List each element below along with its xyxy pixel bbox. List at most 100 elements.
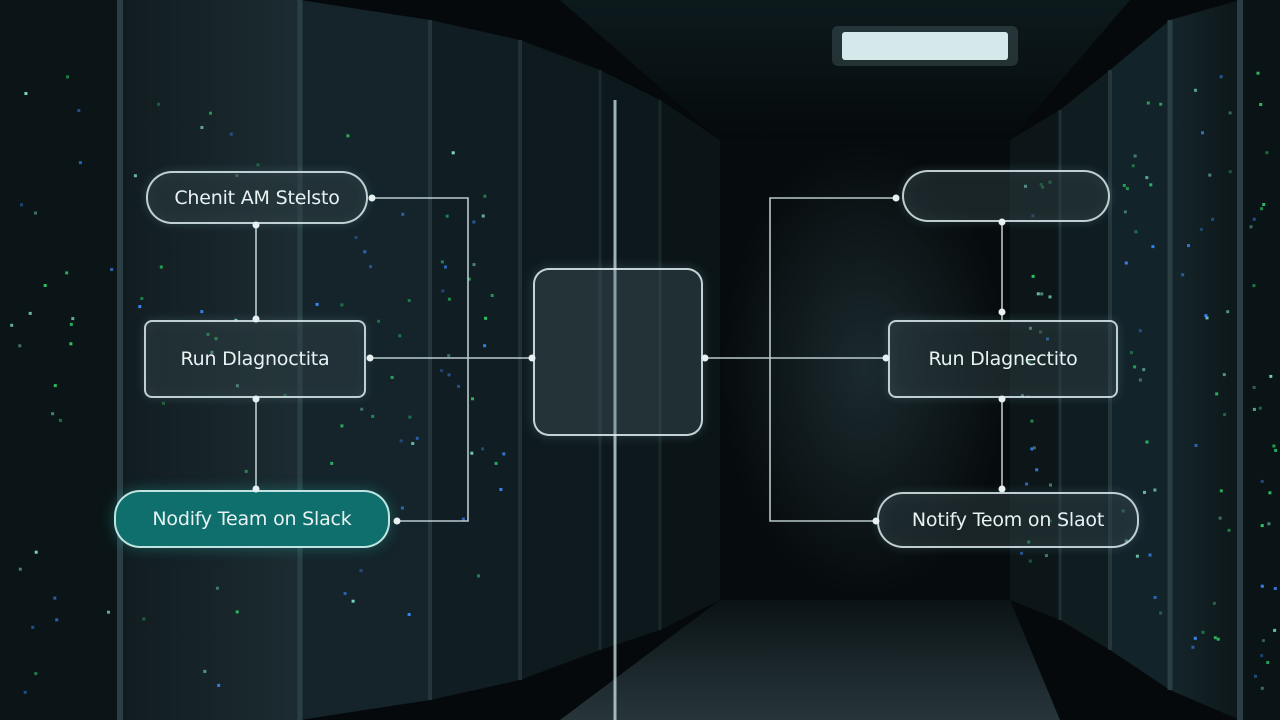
server-led (203, 669, 207, 673)
server-led (1027, 540, 1031, 544)
server-led (1145, 440, 1149, 444)
server-led (1260, 654, 1264, 658)
server-led (1252, 217, 1256, 221)
server-led (34, 211, 37, 215)
server-led (472, 263, 476, 267)
server-led (1223, 413, 1227, 417)
server-led (1252, 386, 1256, 389)
server-led (1159, 611, 1163, 615)
server-led (401, 212, 405, 216)
server-led (1268, 491, 1272, 495)
server-led (1211, 217, 1215, 221)
run-diagnostics-node[interactable]: Run Dlagnoctita (144, 320, 366, 398)
server-led (1218, 516, 1222, 520)
server-led (1153, 488, 1157, 492)
server-led (1123, 210, 1127, 214)
server-led (1266, 661, 1270, 664)
server-led (407, 299, 411, 303)
server-led (1222, 373, 1226, 377)
server-led (407, 613, 411, 616)
server-led (1138, 329, 1142, 333)
server-led (363, 250, 367, 254)
server-led (209, 111, 212, 115)
server-led (447, 354, 451, 358)
central-hub-node[interactable] (533, 268, 703, 436)
server-led (1143, 490, 1146, 494)
server-led (1049, 519, 1052, 523)
server-led (502, 452, 506, 456)
server-led (499, 488, 503, 491)
server-led (1201, 630, 1205, 634)
server-led (1254, 674, 1257, 678)
server-led (53, 384, 57, 388)
server-led (461, 517, 465, 521)
server-led (408, 415, 412, 419)
server-led (471, 397, 474, 401)
server-led (1274, 448, 1278, 452)
server-led (343, 592, 347, 595)
server-led (483, 344, 487, 348)
server-led (481, 214, 485, 218)
server-led (55, 618, 59, 622)
check-node[interactable]: Chenit AM Stelsto (146, 171, 368, 224)
server-led (377, 319, 381, 323)
server-led (1134, 230, 1138, 234)
server-led (23, 690, 27, 694)
server-led (340, 424, 344, 428)
server-led (1272, 444, 1276, 448)
server-led (66, 75, 69, 79)
notify-team-node[interactable]: Nodify Team on Slack (114, 490, 390, 548)
port-right-notify-left (872, 517, 880, 525)
port-diagnostics-right (366, 354, 374, 362)
server-led (1261, 639, 1265, 643)
server-led (1193, 636, 1197, 640)
port-hub-left (528, 354, 536, 362)
server-led (1048, 295, 1052, 299)
server-led (1149, 183, 1153, 187)
server-led (1191, 645, 1195, 649)
server-led (235, 174, 239, 177)
server-led (24, 92, 28, 95)
right-run-diagnostics-node[interactable]: Run Dlagnectito (888, 320, 1118, 398)
server-led (1267, 522, 1271, 526)
server-led (1252, 284, 1256, 288)
server-led (1219, 75, 1223, 79)
server-led (1030, 419, 1034, 423)
server-led (107, 610, 110, 614)
server-led (444, 265, 447, 269)
server-led (1205, 316, 1209, 320)
server-led (359, 569, 363, 573)
server-led (138, 305, 142, 309)
server-led (457, 384, 460, 388)
server-led (411, 442, 415, 445)
server-led (351, 599, 355, 603)
server-led (210, 350, 214, 354)
server-led (1049, 483, 1052, 487)
server-led (51, 412, 55, 416)
server-led (494, 461, 498, 465)
server-led (360, 407, 364, 411)
server-led (472, 220, 476, 224)
right-top-node[interactable] (902, 170, 1110, 222)
server-led (467, 277, 471, 281)
server-led (1269, 374, 1273, 378)
server-led (1199, 227, 1203, 231)
right-notify-team-node[interactable]: Notify Teom on Slaot (877, 492, 1139, 548)
server-led (1260, 207, 1264, 211)
server-led (159, 265, 163, 269)
server-led (34, 550, 38, 554)
server-led (1133, 365, 1137, 369)
server-led (142, 617, 146, 621)
server-led (215, 586, 219, 590)
server-led (214, 337, 218, 341)
server-led (1212, 601, 1216, 605)
server-led (451, 151, 455, 155)
server-led (1131, 164, 1135, 168)
server-led (1138, 378, 1142, 382)
port-right-diagnostics-left (882, 354, 890, 362)
server-led (43, 284, 47, 287)
port-right-top-bottom (998, 218, 1006, 226)
server-led (1124, 261, 1128, 265)
server-led (1194, 88, 1197, 92)
